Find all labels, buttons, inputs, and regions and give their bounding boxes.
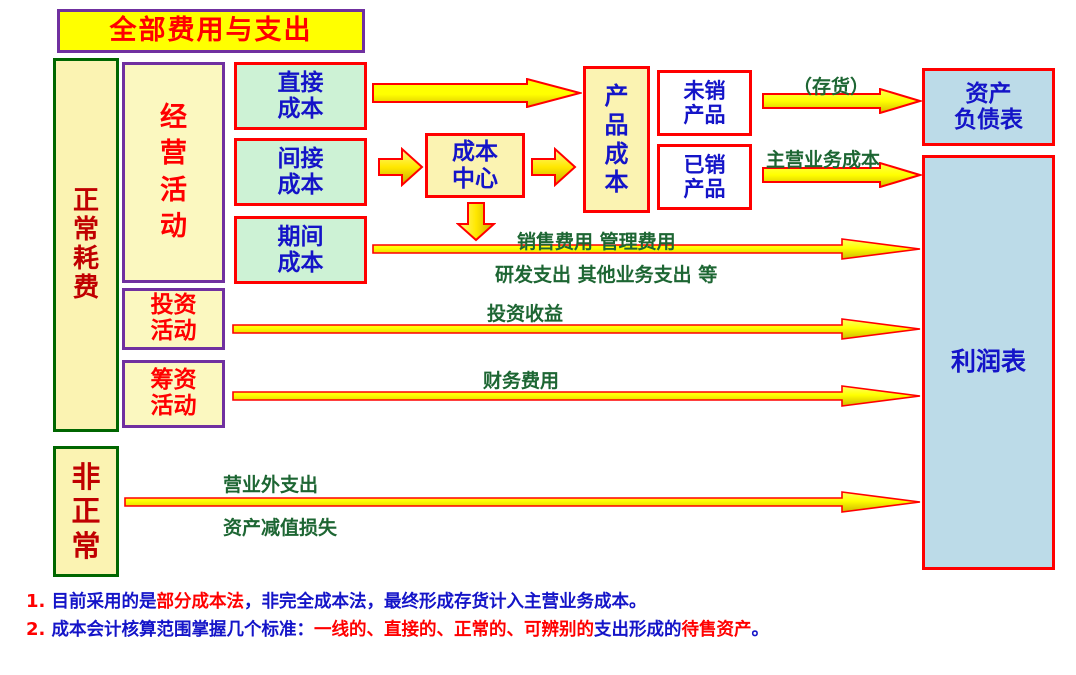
cost-direct-label: 直接 成本 [278,70,324,123]
char: 本 [604,168,629,197]
line: 活动 [150,393,197,419]
line: 成本 [452,139,498,166]
arrow-center-to-product [531,147,577,187]
note-segment: 成本会计核算范围掌握几个标准： [51,620,314,641]
char: 正 [71,494,101,529]
arrow-direct-to-product [372,78,582,108]
line: 产品 [683,177,726,201]
note-segment: 一线的、直接的、正常的、可辨别的 [313,620,594,641]
label-selling-admin-expense: 销售费用 管理费用 [517,231,676,253]
note-segment: 待售资产 [681,620,752,641]
activity-financing-label: 筹资 活动 [150,367,197,420]
income-statement: 利润表 [922,155,1055,570]
line: 成本 [277,172,324,198]
notes-section: 1. 目前采用的是部分成本法，非完全成本法，最终形成存货计入主营业务成本。 2.… [26,588,1056,644]
char: 耗 [72,244,99,274]
group-normal-consumption-label: 正 常 耗 费 [72,185,99,304]
cost-center: 成本 中心 [425,133,525,198]
line: 期间 [277,223,324,250]
cost-center-label: 成本 中心 [452,139,498,192]
label-finance-expense: 财务费用 [483,370,560,392]
label-rd-other-expense: 研发支出 其他业务支出 等 [495,264,718,286]
activity-investing-label: 投资 活动 [150,292,197,345]
char: 动 [160,210,187,242]
activity-operating-label: 经 营 活 动 [160,100,187,246]
group-normal-consumption: 正 常 耗 费 [53,58,119,432]
activity-operating: 经 营 活 动 [122,62,225,283]
unsold-product: 未销 产品 [657,70,752,136]
line: 成本 [277,96,324,122]
note-line: 2. 成本会计核算范围掌握几个标准：一线的、直接的、正常的、可辨别的支出形成的待… [26,616,1056,644]
balance-sheet-label: 资产 负债表 [954,81,1023,134]
group-abnormal-label: 非 正 常 [71,460,100,563]
product-cost: 产 品 成 本 [583,66,650,213]
cost-period: 期间 成本 [234,216,367,284]
arrow-center-down [456,202,496,242]
cost-direct: 直接 成本 [234,62,367,130]
line: 产品 [683,103,726,127]
cost-indirect-label: 间接 成本 [278,146,324,199]
note-segment: 部分成本法 [156,592,244,612]
line: 已销 [683,152,726,177]
line: 负债表 [954,107,1023,133]
line: 投资 [150,292,197,319]
note-segment: 。 [751,620,769,641]
note-number: 2. [26,619,46,641]
line: 未销 [683,78,726,103]
arrow-period-cost-to-income-statement [372,238,922,260]
line: 活动 [150,318,197,344]
line: 中心 [452,165,498,192]
arrow-non-operating-to-income-statement [124,491,922,513]
char: 营 [160,138,187,170]
line: 资产 [965,80,1012,107]
arrow-finance-expense-to-income-statement [232,385,922,407]
arrow-investment-income-to-income-statement [232,318,922,340]
char: 成 [604,139,629,168]
line: 直接 [277,69,324,96]
diagram-title-label: 全部费用与支出 [109,14,313,46]
cost-period-label: 期间 成本 [278,224,324,277]
char: 非 [71,460,101,495]
note-line: 1. 目前采用的是部分成本法，非完全成本法，最终形成存货计入主营业务成本。 [26,588,1056,616]
char: 费 [72,273,99,304]
diagram-title: 全部费用与支出 [57,9,365,53]
note-number: 1. [26,591,46,612]
arrow-indirect-to-center [378,147,424,187]
arrow-cogs-to-income-statement [762,162,922,188]
group-abnormal: 非 正 常 [53,446,119,577]
note-segment: 目前采用的是 [51,592,157,612]
char: 活 [160,174,187,206]
label-main-business-cost: 主营业务成本 [766,149,881,171]
arrow-inventory-to-balance-sheet [762,88,922,114]
line: 间接 [277,145,324,172]
label-inventory: （存货） [793,76,870,98]
label-non-operating-expense: 营业外支出 [223,474,319,496]
char: 常 [71,528,101,563]
char: 正 [72,185,99,216]
income-statement-label: 利润表 [950,347,1026,377]
note-segment: ，非完全成本法，最终形成存货计入主营业务成本。 [243,592,647,612]
char: 经 [160,101,187,133]
unsold-product-label: 未销 产品 [684,79,726,127]
label-asset-impairment-loss: 资产减值损失 [223,517,338,539]
char: 常 [72,214,99,245]
balance-sheet: 资产 负债表 [922,68,1055,146]
activity-investing: 投资 活动 [122,288,225,350]
cost-indirect: 间接 成本 [234,138,367,206]
sold-product-label: 已销 产品 [684,153,726,201]
label-investment-income: 投资收益 [487,303,564,325]
char: 产 [604,81,629,110]
line: 成本 [277,250,324,276]
activity-financing: 筹资 活动 [122,360,225,428]
sold-product: 已销 产品 [657,144,752,210]
line: 筹资 [150,367,197,394]
product-cost-label: 产 品 成 本 [605,82,629,197]
char: 品 [604,110,629,139]
note-segment: 支出形成的 [593,620,682,641]
